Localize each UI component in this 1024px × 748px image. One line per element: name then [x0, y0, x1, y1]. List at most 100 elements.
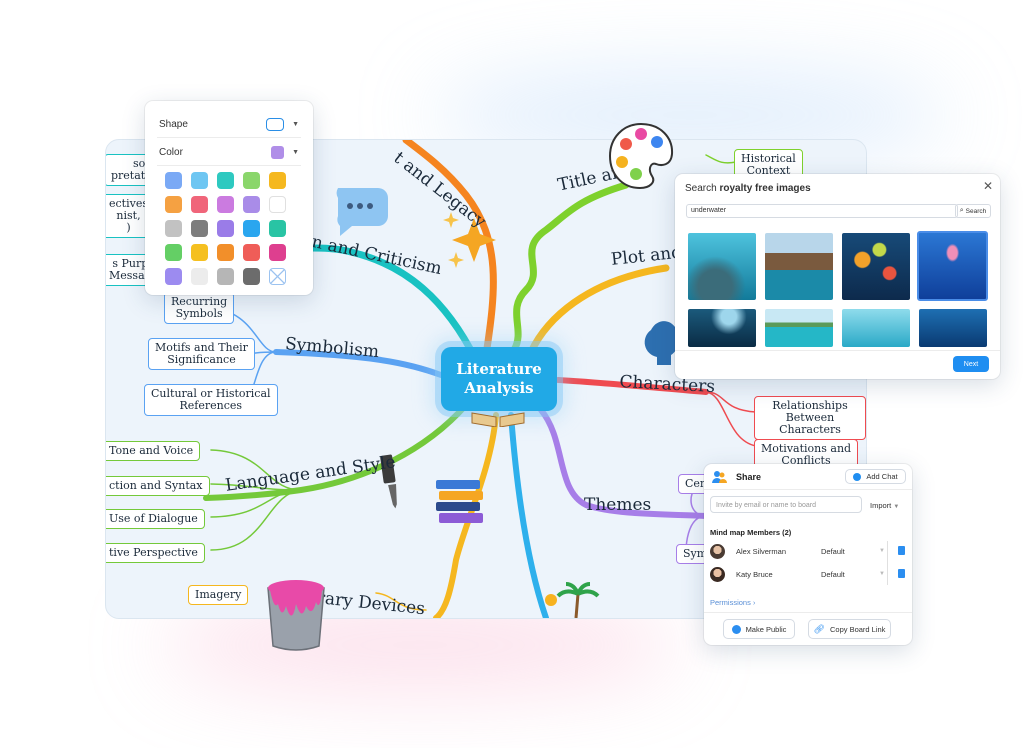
image-thumbnail[interactable]	[765, 233, 833, 300]
branch-line-symbolism	[273, 349, 444, 378]
search-input[interactable]: underwater	[686, 204, 958, 218]
branch-line-characters	[555, 377, 709, 395]
branch-line-plot	[527, 264, 670, 356]
color-swatch[interactable]	[269, 220, 286, 237]
central-topic-node[interactable]: Literature Analysis	[441, 347, 557, 411]
permissions-link[interactable]: Permissions ›	[710, 598, 756, 607]
avatar	[710, 544, 725, 559]
color-swatch[interactable]	[165, 268, 182, 285]
sparkle-icon	[443, 212, 496, 268]
branch-line-devices	[433, 412, 499, 618]
color-swatch[interactable]	[191, 220, 208, 237]
member-name: Alex Silverman	[736, 547, 787, 556]
avatar	[710, 567, 725, 582]
member-row: Alex Silverman Default ▼	[710, 543, 908, 561]
branch-line-criticism	[307, 244, 480, 364]
color-swatch[interactable]	[165, 244, 182, 261]
image-thumbnail[interactable]	[919, 309, 987, 347]
head-silhouette-icon	[644, 321, 679, 365]
chat-icon	[853, 472, 862, 481]
invite-input[interactable]: Invite by email or name to board	[710, 496, 862, 513]
color-swatch[interactable]	[269, 172, 286, 189]
shape-style-panel: Shape ▼ Color ▼	[145, 101, 313, 295]
node-recurring-symbols[interactable]: Recurring Symbols	[164, 292, 235, 324]
image-thumbnail[interactable]	[688, 309, 756, 347]
import-dropdown[interactable]: Import ▼	[870, 501, 900, 510]
paint-bucket-icon	[267, 580, 325, 651]
image-thumbnail[interactable]	[842, 233, 910, 300]
color-swatch[interactable]	[217, 268, 234, 285]
image-search-panel: Search royalty free images ✕ underwater …	[675, 174, 1000, 379]
chevron-down-icon[interactable]: ▼	[292, 120, 299, 128]
color-swatch[interactable]	[243, 172, 260, 189]
image-thumbnail-selected[interactable]	[917, 231, 988, 301]
no-color-swatch[interactable]	[269, 268, 286, 285]
color-row[interactable]: Color ▼	[159, 142, 299, 162]
paint-palette-icon	[608, 122, 674, 190]
color-swatch[interactable]	[217, 244, 234, 261]
trash-icon[interactable]	[898, 569, 905, 578]
members-heading: Mind map Members (2)	[710, 528, 792, 537]
color-swatch[interactable]	[191, 268, 208, 285]
next-button[interactable]: Next	[953, 356, 989, 372]
branch-line-extra	[508, 412, 549, 618]
shape-preview-icon	[266, 117, 285, 131]
color-swatch[interactable]	[191, 196, 208, 213]
share-title: Share	[736, 472, 762, 482]
share-panel: Share Add Chat Invite by email or name t…	[704, 464, 912, 645]
color-swatch[interactable]	[269, 196, 286, 213]
node-dialogue[interactable]: Use of Dialogue	[106, 509, 205, 529]
branch-line-language	[203, 402, 469, 501]
color-swatch[interactable]	[243, 196, 260, 213]
chat-bubble-icon	[336, 188, 388, 236]
copy-board-link-button[interactable]: 🔗︎ Copy Board Link	[808, 619, 891, 639]
member-row: Katy Bruce Default ▼	[710, 566, 908, 584]
node-imagery[interactable]: Imagery	[188, 585, 249, 605]
color-label: Color	[159, 146, 183, 158]
member-name: Katy Bruce	[736, 570, 773, 579]
color-swatch[interactable]	[217, 196, 234, 213]
color-swatch[interactable]	[243, 268, 260, 285]
color-swatch[interactable]	[217, 172, 234, 189]
selected-color-swatch	[271, 145, 285, 159]
node-narrative-perspective[interactable]: tive Perspective	[106, 543, 205, 563]
node-tone-voice[interactable]: Tone and Voice	[106, 441, 201, 461]
color-swatch[interactable]	[269, 244, 286, 261]
color-swatch[interactable]	[165, 196, 182, 213]
node-motifs[interactable]: Motifs and Their Significance	[148, 338, 255, 370]
color-swatch[interactable]	[191, 172, 208, 189]
branch-line-themes	[538, 407, 709, 519]
shape-row[interactable]: Shape ▼	[159, 114, 299, 134]
color-swatch[interactable]	[165, 172, 182, 189]
color-swatch[interactable]	[243, 220, 260, 237]
color-swatch[interactable]	[243, 244, 260, 261]
books-icon	[436, 480, 483, 523]
search-button[interactable]: ⌕Search	[955, 204, 991, 218]
branch-line-legacy	[402, 140, 497, 359]
chevron-right-icon: ›	[752, 600, 756, 607]
chevron-down-icon: ▼	[879, 571, 885, 577]
color-swatch[interactable]	[217, 220, 234, 237]
add-chat-button[interactable]: Add Chat	[845, 469, 906, 484]
node-relationships[interactable]: Relationships Between Characters	[754, 396, 866, 440]
close-icon[interactable]: ✕	[982, 179, 993, 193]
globe-icon	[731, 624, 741, 634]
image-thumbnail[interactable]	[688, 233, 756, 300]
image-thumbnail[interactable]	[842, 309, 910, 347]
branch-themes[interactable]: Themes	[584, 495, 652, 515]
image-thumbnail[interactable]	[765, 309, 833, 347]
member-role-dropdown[interactable]: Default ▼	[821, 547, 885, 556]
branch-line-title	[510, 181, 630, 354]
node-cultural-references[interactable]: Cultural or Historical References	[144, 384, 278, 416]
color-swatch[interactable]	[165, 220, 182, 237]
member-role-dropdown[interactable]: Default ▼	[821, 570, 885, 579]
search-icon: ⌕	[959, 207, 964, 214]
image-search-title: Search royalty free images	[685, 183, 811, 194]
node-diction-syntax[interactable]: ction and Syntax	[106, 476, 210, 496]
people-icon	[711, 469, 727, 485]
make-public-button[interactable]: Make Public	[723, 619, 795, 639]
color-swatch[interactable]	[191, 244, 208, 261]
fountain-pen-icon	[380, 454, 397, 509]
trash-icon[interactable]	[898, 546, 905, 555]
chevron-down-icon[interactable]: ▼	[292, 148, 299, 156]
